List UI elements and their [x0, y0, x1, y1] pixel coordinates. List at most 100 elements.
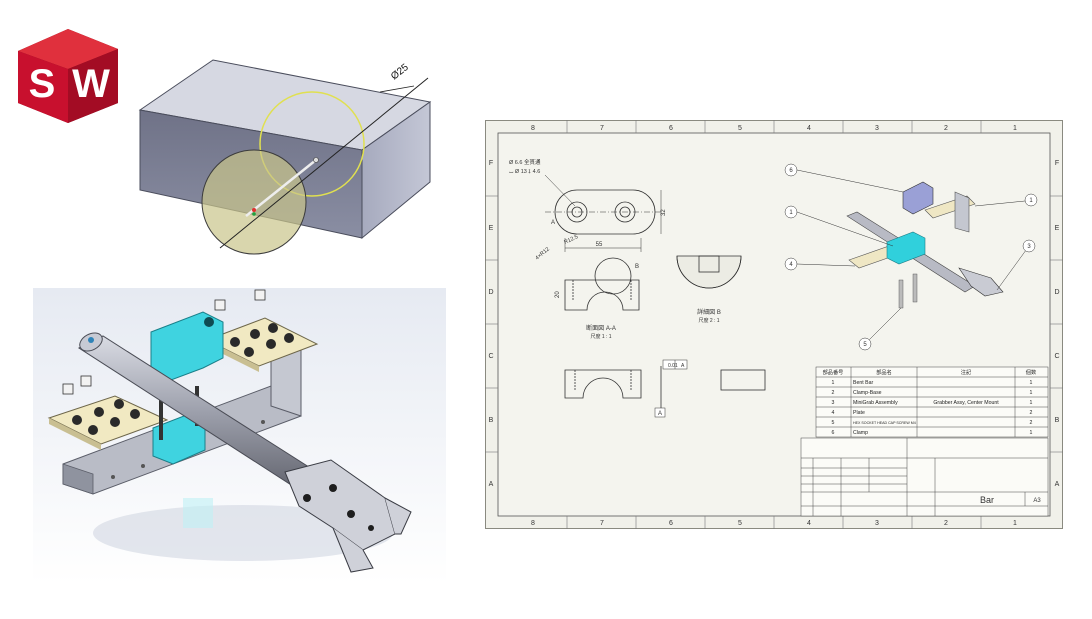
balloon-1-right: [1024, 193, 1038, 207]
bom-row3-name: MiniGrab Assembly: [853, 400, 898, 406]
logo-letter-s: S: [29, 62, 56, 106]
balloon-label-4: 4: [789, 262, 793, 268]
bom-row2-no: 2: [832, 390, 835, 396]
zone-row-left-b: B: [489, 417, 494, 424]
tolerance-value: 0.01: [668, 363, 678, 369]
dim-radius-top: R12.5: [563, 234, 579, 246]
zone-col-bottom-1: 1: [1013, 520, 1017, 527]
mini-grab-assembly: [284, 459, 396, 551]
balloon-4: [784, 257, 798, 271]
zone-row-left-c: C: [488, 353, 493, 360]
detail-view-b: [676, 255, 742, 289]
bom-row5-name: HEX SOCKET HEAD CAP SCREW M4: [853, 421, 916, 425]
balloon-1-left: [784, 205, 798, 219]
zone-col-top-5: 5: [738, 125, 742, 132]
zone-row-right-d: D: [1054, 289, 1059, 296]
bom-row1-qty: 1: [1030, 380, 1033, 386]
zone-col-bottom-7: 7: [600, 520, 604, 527]
bom-row2-qty: 1: [1030, 390, 1033, 396]
section-marker-a-top: A: [551, 220, 555, 226]
bom-row6-no: 6: [832, 430, 835, 436]
bom-row4-qty: 2: [1030, 410, 1033, 416]
bom-row1-name: Bent Bar: [853, 380, 873, 386]
dim-left-height: 20: [555, 291, 561, 298]
datum-label: A: [658, 411, 662, 417]
zone-col-bottom-8: 8: [531, 520, 535, 527]
zone-col-top-7: 7: [600, 125, 604, 132]
zone-col-top-4: 4: [807, 125, 811, 132]
zone-row-right-f: F: [1055, 160, 1059, 167]
block-right-face: [361, 101, 431, 240]
bom-header-name: 部品名: [876, 368, 892, 376]
title-block-sheet-size: A3: [1033, 498, 1041, 504]
plate-left: [47, 395, 169, 445]
zone-col-top-2: 2: [944, 125, 948, 132]
balloon-3: [1022, 239, 1036, 253]
bom-row3-qty: 1: [1030, 400, 1033, 406]
hole-preview-disc: [201, 149, 307, 255]
bom-row6-qty: 1: [1030, 430, 1033, 436]
bom-row4-no: 4: [832, 410, 835, 416]
solidworks-logo-icon: [18, 29, 118, 123]
balloon-label-1b: 1: [789, 210, 793, 216]
zone-col-bottom-5: 5: [738, 520, 742, 527]
title-block: [800, 437, 1049, 517]
zone-col-top-6: 6: [669, 125, 673, 132]
zone-row-right-a: A: [1055, 481, 1060, 488]
balloon-label-1a: 1: [1029, 198, 1033, 204]
bom-header-no: 部品番号: [823, 368, 844, 376]
zone-row-left-a: A: [489, 481, 494, 488]
tolerance-datum: A: [681, 363, 685, 369]
title-block-part-name: Bar: [980, 495, 994, 505]
zone-row-right-c: C: [1054, 353, 1059, 360]
balloon-label-6: 6: [789, 168, 793, 174]
bom-row6-name: Clamp: [853, 430, 868, 436]
detail-marker-b: B: [635, 264, 639, 270]
hole-callout-line1: Ø 6.6 全貫通: [509, 158, 541, 166]
zone-col-top-3: 3: [875, 125, 879, 132]
block-hole-model-view: Ø25: [138, 59, 432, 255]
zone-row-left-d: D: [488, 289, 493, 296]
iso-assembly-drawing: [846, 181, 1004, 309]
bom-row5-no: 5: [832, 420, 835, 426]
bom-row2-name: Clamp-Base: [853, 390, 882, 396]
bom-header-note: 注記: [961, 368, 971, 376]
section-view-label: 断面図 A-A: [586, 324, 616, 332]
bom-row3-note: Grabber Assy, Center Mount: [933, 400, 999, 406]
zone-col-bottom-4: 4: [807, 520, 811, 527]
bom-row3-no: 3: [832, 400, 835, 406]
zone-col-top-8: 8: [531, 125, 535, 132]
zone-col-bottom-6: 6: [669, 520, 673, 527]
bom-row4-name: Plate: [853, 410, 865, 416]
zone-col-bottom-2: 2: [944, 520, 948, 527]
zone-col-bottom-3: 3: [875, 520, 879, 527]
zone-row-left-f: F: [489, 160, 493, 167]
section-view-aa: [564, 257, 640, 311]
zone-col-top-1: 1: [1013, 125, 1017, 132]
screw-set: [62, 289, 266, 395]
sketch-circle: [259, 91, 365, 197]
front-view-clamp: [564, 366, 766, 410]
balloon-label-3: 3: [1027, 244, 1031, 250]
zone-row-left-e: E: [489, 225, 494, 232]
solidworks-logo-letters: S W: [29, 62, 110, 106]
balloon-label-5: 5: [863, 342, 867, 348]
zone-row-right-b: B: [1055, 417, 1060, 424]
balloon-5: [858, 337, 872, 351]
bom-header-qty: 個数: [1026, 368, 1037, 376]
hole-callout-line2: ⌴ Ø 13 ↧ 4.6: [509, 169, 540, 175]
assembly-model-view: [33, 288, 446, 584]
detail-view-scale: 尺度 2 : 1: [698, 317, 719, 324]
section-view-scale: 尺度 1 : 1: [590, 333, 611, 340]
balloon-6: [784, 163, 798, 177]
dim-width: 55: [596, 242, 603, 248]
bom-row1-no: 1: [832, 380, 835, 386]
detail-view-label: 詳細図 B: [697, 308, 721, 316]
diameter-dimension: Ø25: [389, 62, 411, 83]
bom-row5-qty: 2: [1030, 420, 1033, 426]
zone-row-right-e: E: [1055, 225, 1060, 232]
bom-table: [815, 366, 1049, 438]
top-view-clamp: [545, 189, 662, 252]
logo-letter-w: W: [72, 62, 110, 106]
drawing-sheet: 8 7 6 5 4 3 2 1 8 7 6 5 4 3 2 1 F E D C …: [485, 120, 1063, 529]
